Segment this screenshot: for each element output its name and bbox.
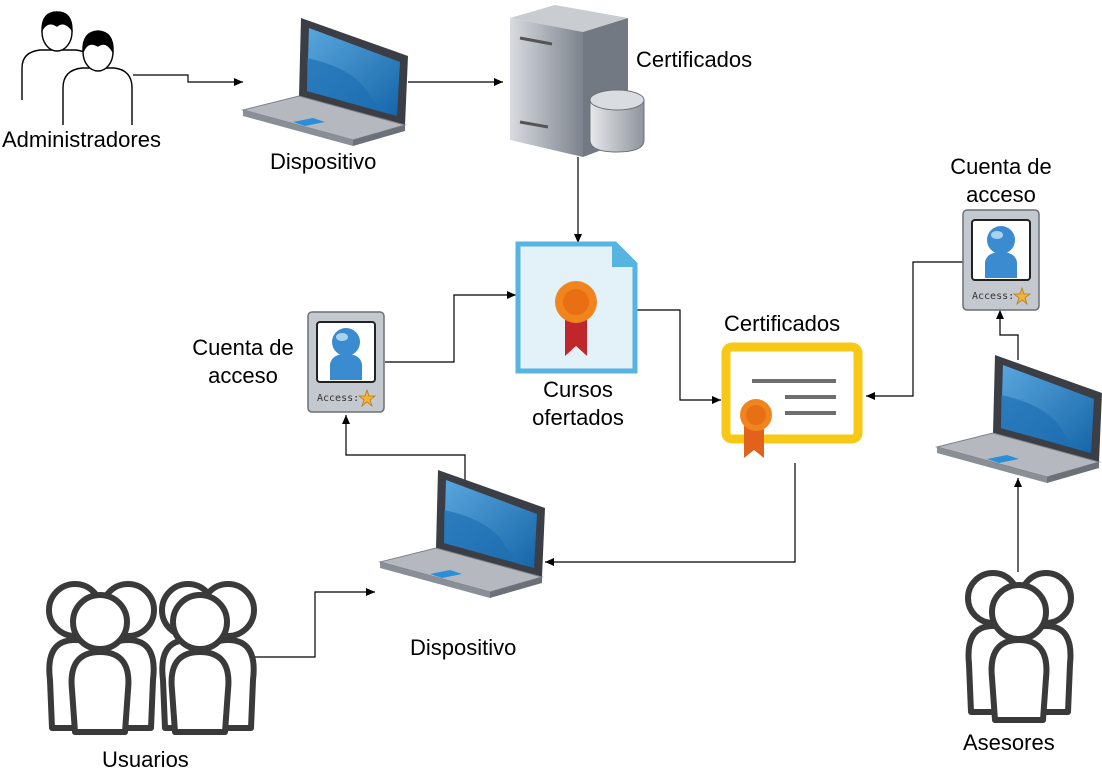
edge-card-left-to-courses (385, 291, 516, 363)
label-cursos-ofertados: Cursos ofertados (532, 377, 624, 430)
edge-card-right-to-certificates (866, 261, 963, 400)
label-cuenta-izquierda: Cuenta de acceso (192, 335, 294, 388)
label-usuarios: Usuarios (102, 747, 189, 772)
card-badge-label: Access: (317, 393, 359, 404)
access-card-icon: Access: (962, 209, 1040, 311)
edge-device-advisors-to-card-right (996, 310, 1019, 360)
edge-certificates-to-device-users (545, 463, 796, 566)
laptop-icon (241, 18, 408, 146)
access-card-icon: Access: (307, 311, 385, 413)
edge-device-users-to-card-left (342, 415, 466, 497)
course-certificate-document-icon (515, 241, 638, 374)
label-dispositivo-admin: Dispositivo (270, 149, 377, 174)
admin-users-icon (21, 11, 133, 125)
label-cuenta-derecha: Cuenta de acceso (950, 154, 1052, 207)
label-certificados-servidor: Certificados (636, 47, 753, 72)
edge-courses-to-certificates (635, 309, 721, 404)
label-certificados-centro: Certificados (724, 311, 841, 336)
laptop-icon (935, 355, 1102, 483)
edge-admin-to-device (133, 74, 243, 86)
server-database-icon (510, 5, 645, 157)
user-group-icon (46, 581, 257, 735)
edge-users-to-device (255, 588, 375, 658)
label-dispositivo-usuarios: Dispositivo (410, 635, 517, 660)
label-administradores: Administradores (2, 127, 161, 152)
award-certificate-icon (721, 342, 863, 458)
laptop-icon (378, 470, 545, 598)
label-asesores: Asesores (963, 730, 1055, 755)
card-badge-label: Access: (972, 291, 1014, 302)
user-group-icon (965, 570, 1074, 723)
edges (133, 74, 1022, 658)
